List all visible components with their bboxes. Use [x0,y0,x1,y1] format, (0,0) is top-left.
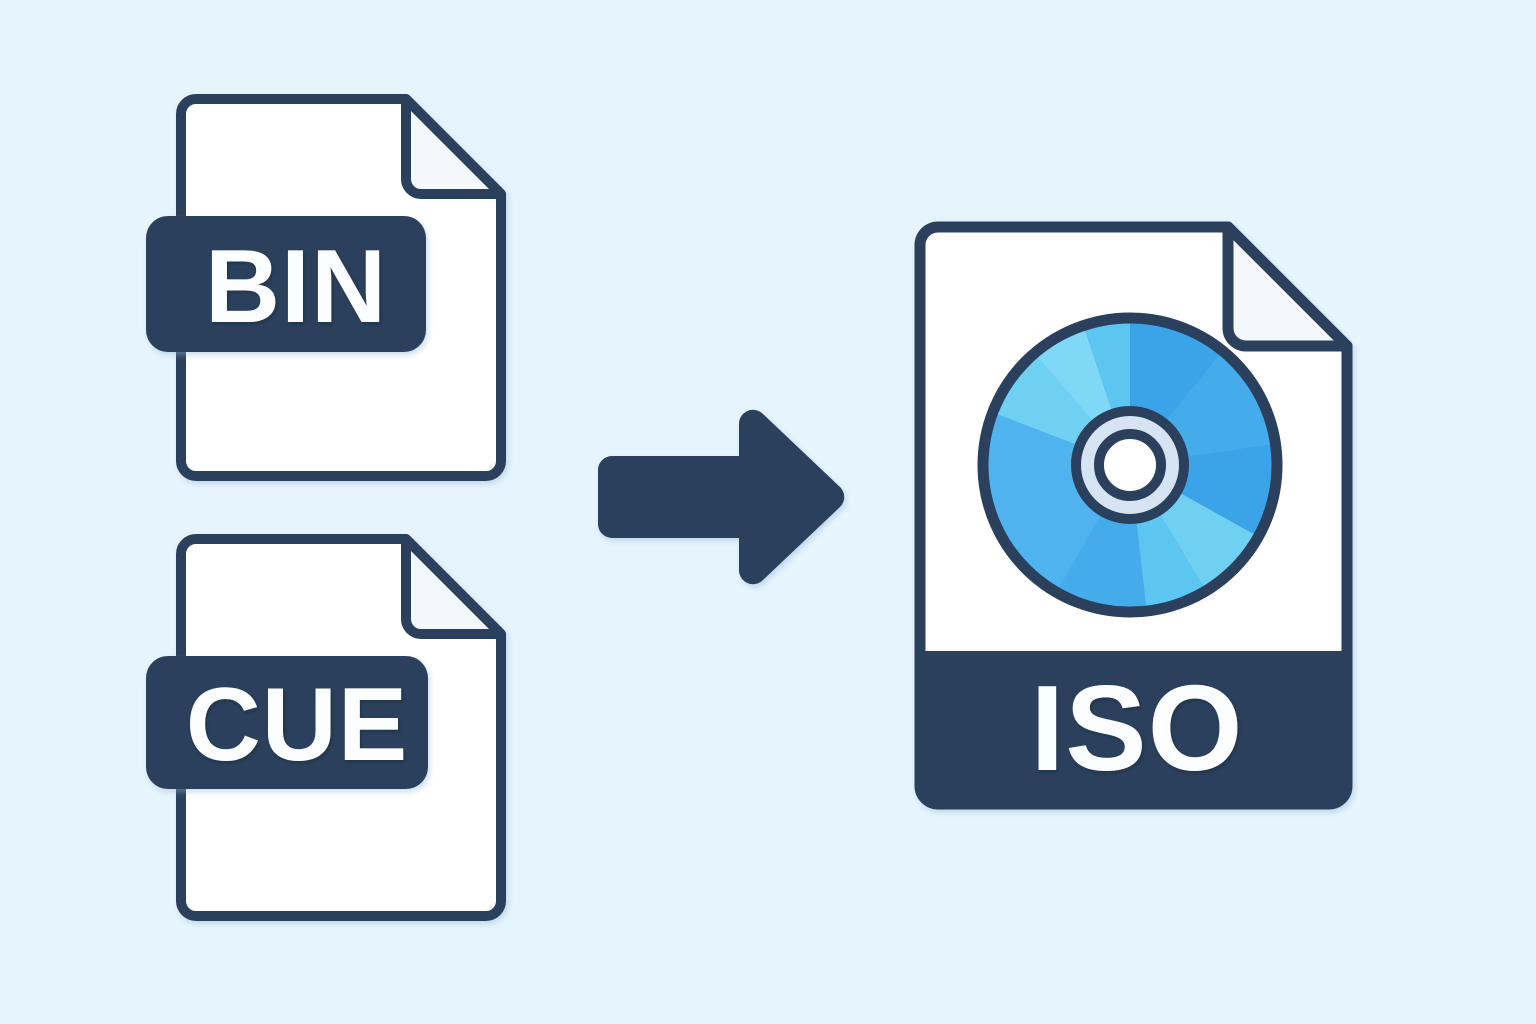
cue-badge-label: CUE [186,667,409,783]
iso-file-icon[interactable]: ISO [914,221,1353,810]
arrow-right-icon [598,409,845,585]
cue-folded-corner [401,534,506,639]
iso-label-text: ISO [1030,660,1243,796]
cd-center-hole [1113,448,1147,482]
iso-folded-corner [1222,221,1353,352]
bin-folded-corner [401,94,506,199]
bin-badge-plate [146,216,426,352]
cue-badge-plate [146,656,428,789]
cue-format-badge[interactable]: CUE [146,656,428,789]
iso-label-band [920,651,1347,804]
conversion-arrow [598,409,845,585]
bin-format-badge[interactable]: BIN [146,216,426,352]
cd-rim [977,312,1283,618]
bin-badge-label: BIN [205,229,387,345]
